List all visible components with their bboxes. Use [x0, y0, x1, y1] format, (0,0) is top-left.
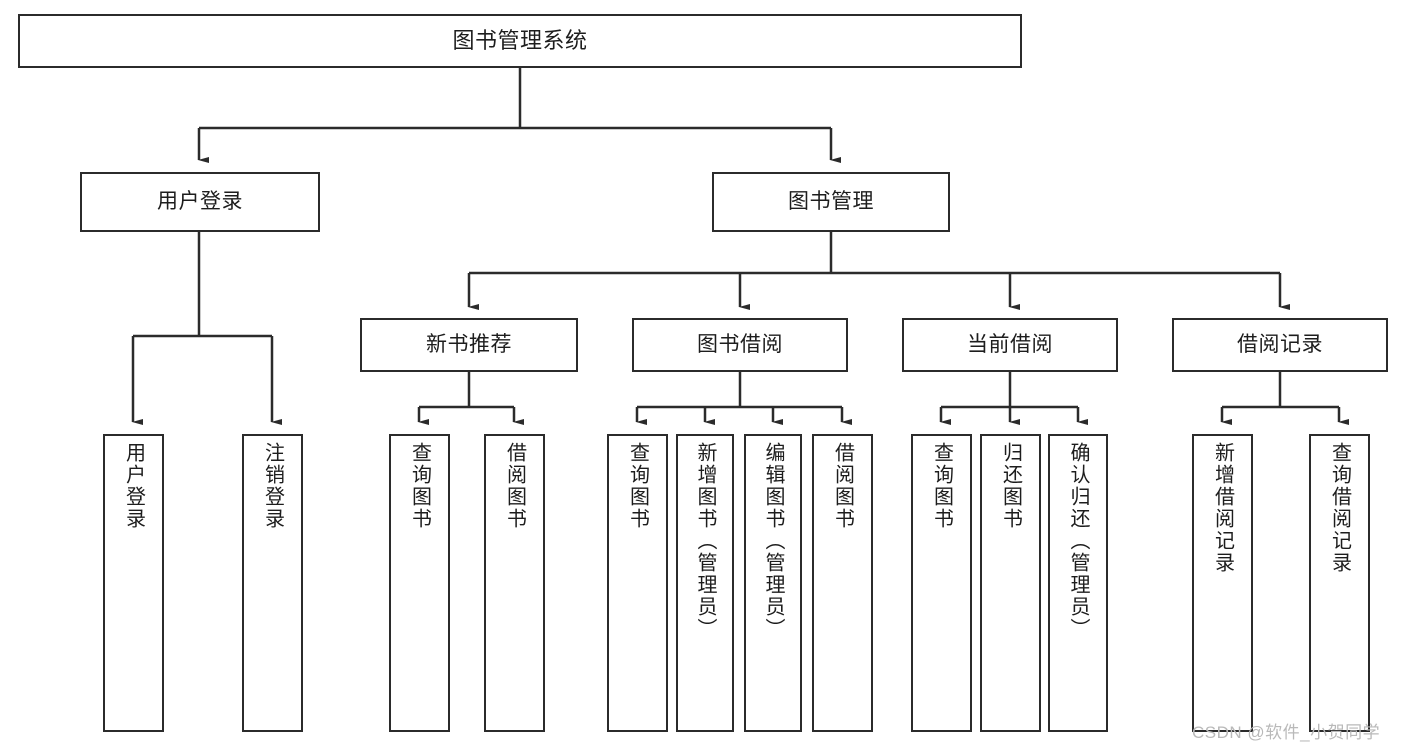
- node-leaf-user-login-label: 用户登录: [122, 442, 145, 530]
- node-leaf-edit-book[interactable]: 编辑图书（管理员）: [744, 434, 802, 732]
- node-new-book-recommend-label: 新书推荐: [426, 333, 512, 357]
- watermark-text: CSDN @软件_小贺同学: [1192, 723, 1381, 742]
- node-leaf-user-logout[interactable]: 注销登录: [242, 434, 303, 732]
- node-leaf-borrow-book-2[interactable]: 借阅图书: [812, 434, 873, 732]
- node-borrow-record[interactable]: 借阅记录: [1172, 318, 1388, 372]
- node-user-login-label: 用户登录: [157, 190, 243, 214]
- node-leaf-add-record[interactable]: 新增借阅记录: [1192, 434, 1253, 732]
- node-leaf-query-book-1[interactable]: 查询图书: [389, 434, 450, 732]
- node-user-login[interactable]: 用户登录: [80, 172, 320, 232]
- node-current-borrow-label: 当前借阅: [967, 333, 1053, 357]
- node-book-borrow-label: 图书借阅: [697, 333, 783, 357]
- node-leaf-add-book-label: 新增图书（管理员）: [694, 442, 716, 640]
- node-leaf-user-login[interactable]: 用户登录: [103, 434, 164, 732]
- node-borrow-record-label: 借阅记录: [1237, 333, 1323, 357]
- node-leaf-return-book-label: 归还图书: [999, 442, 1022, 530]
- node-book-management[interactable]: 图书管理: [712, 172, 950, 232]
- node-new-book-recommend[interactable]: 新书推荐: [360, 318, 578, 372]
- node-leaf-borrow-book-2-label: 借阅图书: [831, 442, 854, 530]
- node-book-management-label: 图书管理: [788, 190, 874, 214]
- node-book-borrow[interactable]: 图书借阅: [632, 318, 848, 372]
- node-leaf-confirm-return[interactable]: 确认归还（管理员）: [1048, 434, 1108, 732]
- node-leaf-add-book[interactable]: 新增图书（管理员）: [676, 434, 734, 732]
- node-leaf-query-book-2-label: 查询图书: [626, 442, 649, 530]
- node-leaf-confirm-return-label: 确认归还（管理员）: [1067, 442, 1089, 640]
- node-leaf-query-record-label: 查询借阅记录: [1328, 442, 1351, 574]
- node-leaf-query-book-3[interactable]: 查询图书: [911, 434, 972, 732]
- node-leaf-edit-book-label: 编辑图书（管理员）: [762, 442, 784, 640]
- node-leaf-add-record-label: 新增借阅记录: [1211, 442, 1234, 574]
- node-leaf-user-logout-label: 注销登录: [261, 442, 284, 530]
- node-leaf-query-book-3-label: 查询图书: [930, 442, 953, 530]
- node-root-label: 图书管理系统: [452, 27, 588, 53]
- node-leaf-query-book-1-label: 查询图书: [408, 442, 431, 530]
- node-root[interactable]: 图书管理系统: [18, 14, 1022, 68]
- node-leaf-borrow-book-1[interactable]: 借阅图书: [484, 434, 545, 732]
- node-current-borrow[interactable]: 当前借阅: [902, 318, 1118, 372]
- node-leaf-return-book[interactable]: 归还图书: [980, 434, 1041, 732]
- node-leaf-query-record[interactable]: 查询借阅记录: [1309, 434, 1370, 732]
- node-leaf-borrow-book-1-label: 借阅图书: [503, 442, 526, 530]
- node-leaf-query-book-2[interactable]: 查询图书: [607, 434, 668, 732]
